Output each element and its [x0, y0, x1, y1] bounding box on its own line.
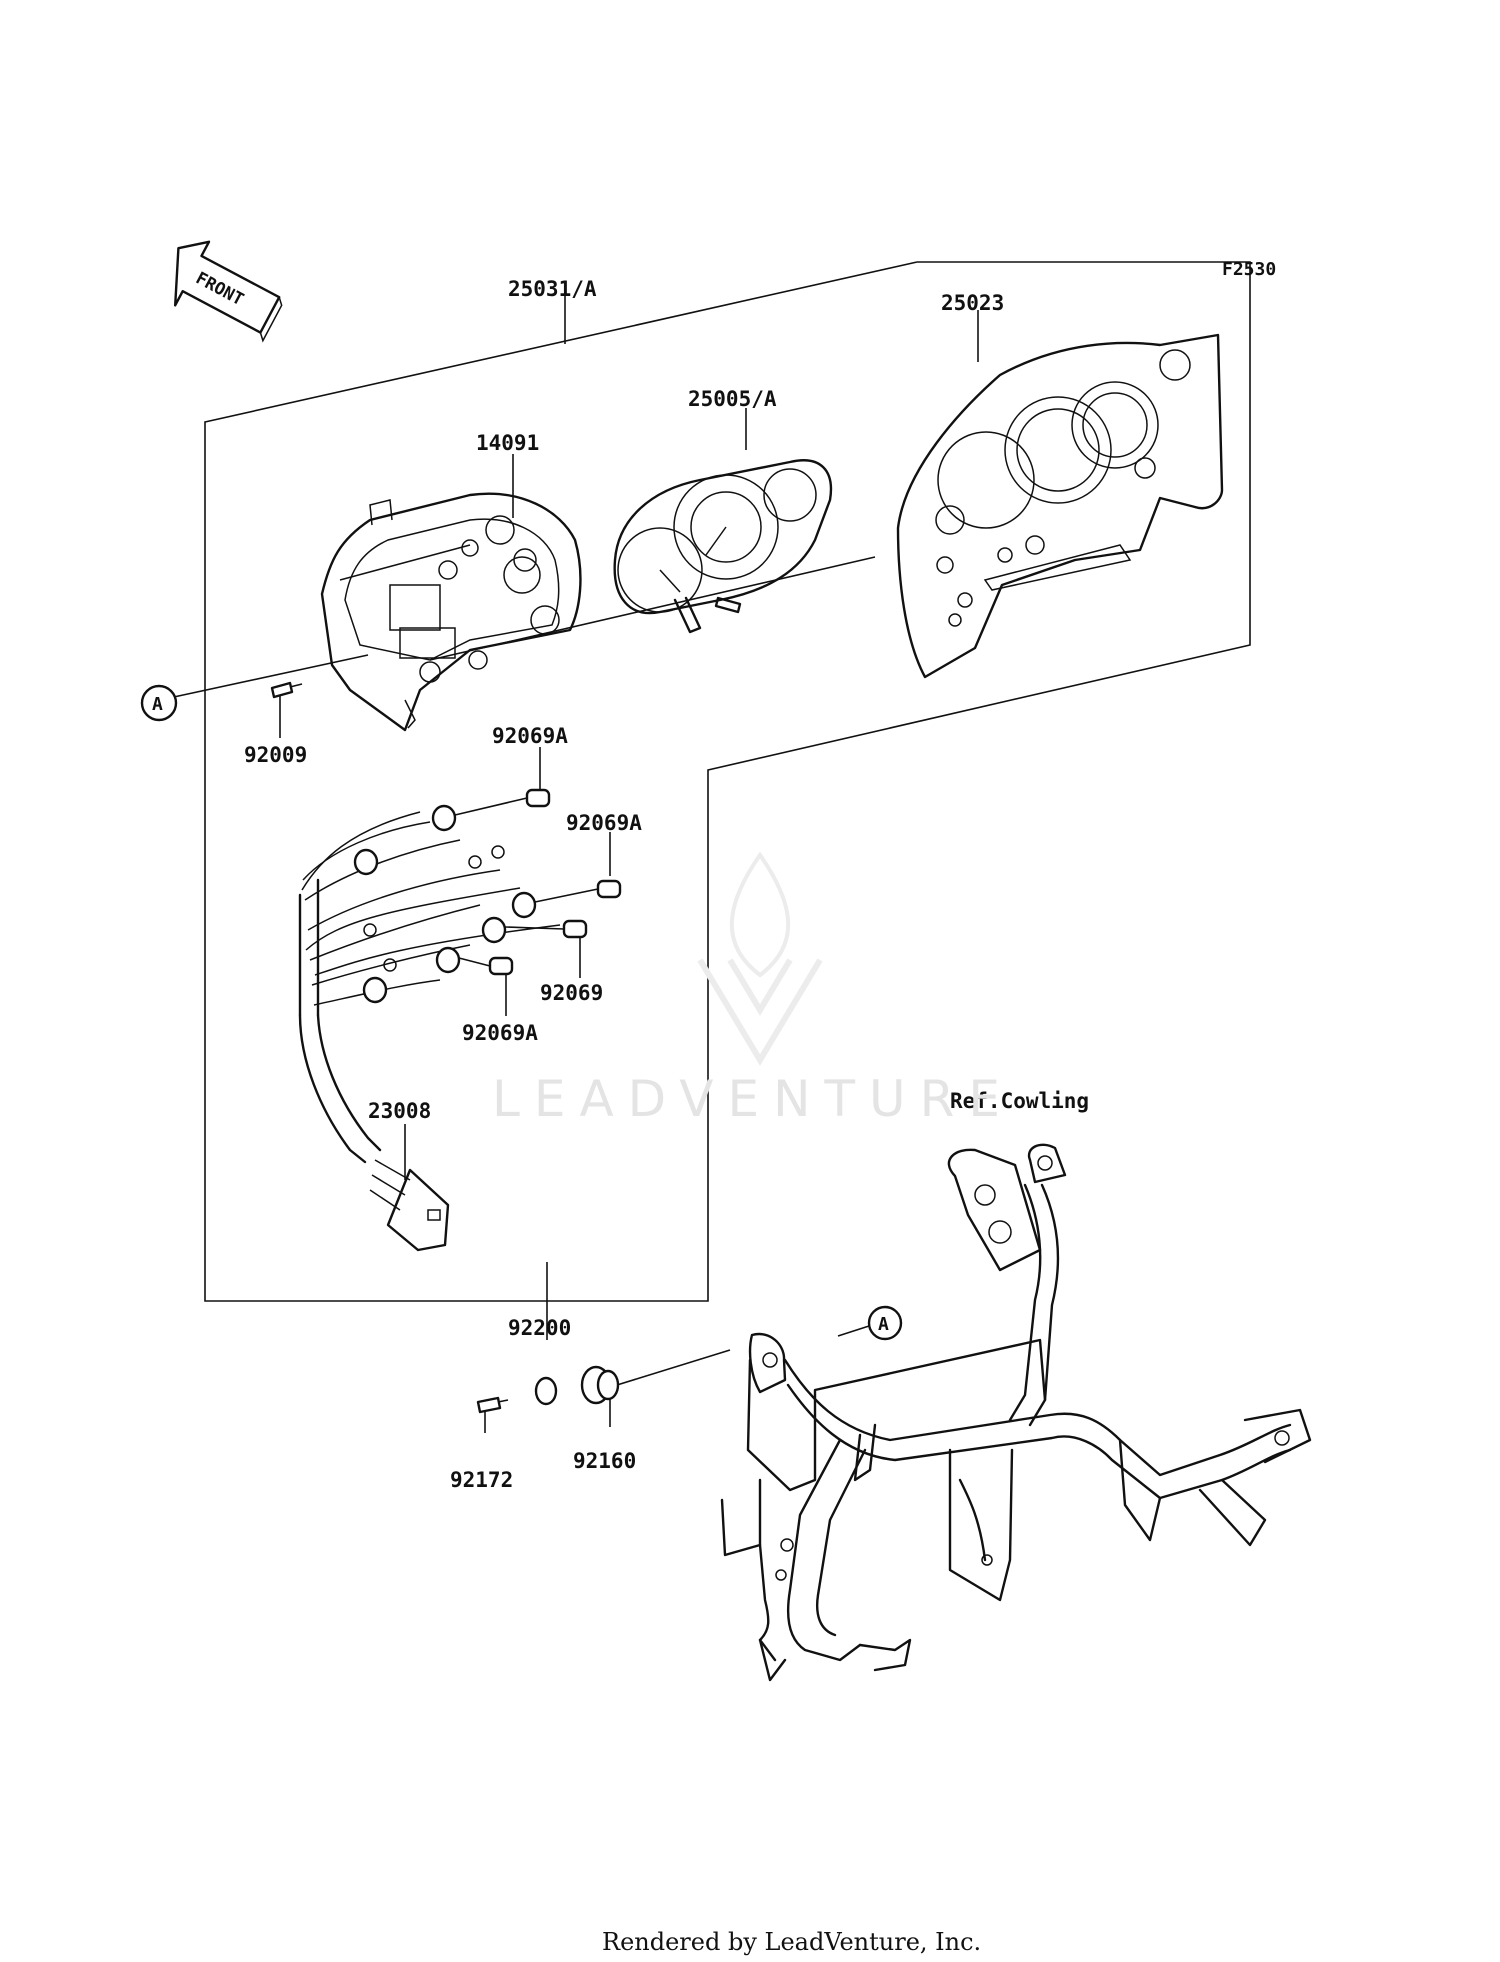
part-label-damper: 92160	[573, 1449, 636, 1473]
front-direction-arrow: FRONT	[173, 240, 283, 343]
part-label-wire-lead: 23008	[368, 1099, 431, 1123]
part-label-bulb-a-mid: 92069A	[566, 811, 642, 835]
part-label-meter-cover: 25023	[941, 291, 1004, 315]
svg-text:A: A	[878, 1314, 889, 1335]
svg-text:LEADVENTURE: LEADVENTURE	[492, 1070, 1014, 1128]
part-label-collar: 92200	[508, 1316, 571, 1340]
part-label-screw-92009: 92009	[244, 743, 307, 767]
meter-dial-drawing	[613, 459, 833, 634]
part-label-screw-92172: 92172	[450, 1468, 513, 1492]
ref-cowling-label: Ref.Cowling	[950, 1089, 1089, 1113]
watermark: LEADVENTURE	[492, 851, 1014, 1128]
part-label-bulb-a-bottom: 92069A	[462, 1021, 538, 1045]
reference-marker-a-right: A	[867, 1305, 903, 1341]
screw-92172-drawing	[476, 1396, 509, 1414]
bulbs	[454, 788, 622, 976]
part-label-meter-case: 14091	[476, 431, 539, 455]
reference-marker-a-left: A	[140, 684, 178, 722]
meter-cover-drawing	[896, 333, 1224, 679]
collar-92200-drawing	[534, 1376, 558, 1406]
part-label-meter-assembly: 25031/A	[508, 277, 597, 301]
meter-bracket-drawing	[720, 1143, 1312, 1682]
svg-text:A: A	[152, 694, 163, 715]
wire-harness-drawing	[298, 811, 561, 1252]
footer-credit: Rendered by LeadVenture, Inc.	[602, 1928, 981, 1956]
assembly-boundary	[204, 261, 1251, 1302]
damper-92160-drawing	[580, 1365, 620, 1405]
part-label-bulb-a-top: 92069A	[492, 724, 568, 748]
meter-case-drawing	[320, 492, 582, 732]
screw-92009-drawing	[270, 681, 303, 699]
diagram-code: F2530	[1222, 259, 1276, 280]
part-label-bulb: 92069	[540, 981, 603, 1005]
bulb-sockets	[353, 804, 537, 1004]
part-label-meter-dial: 25005/A	[688, 387, 777, 411]
